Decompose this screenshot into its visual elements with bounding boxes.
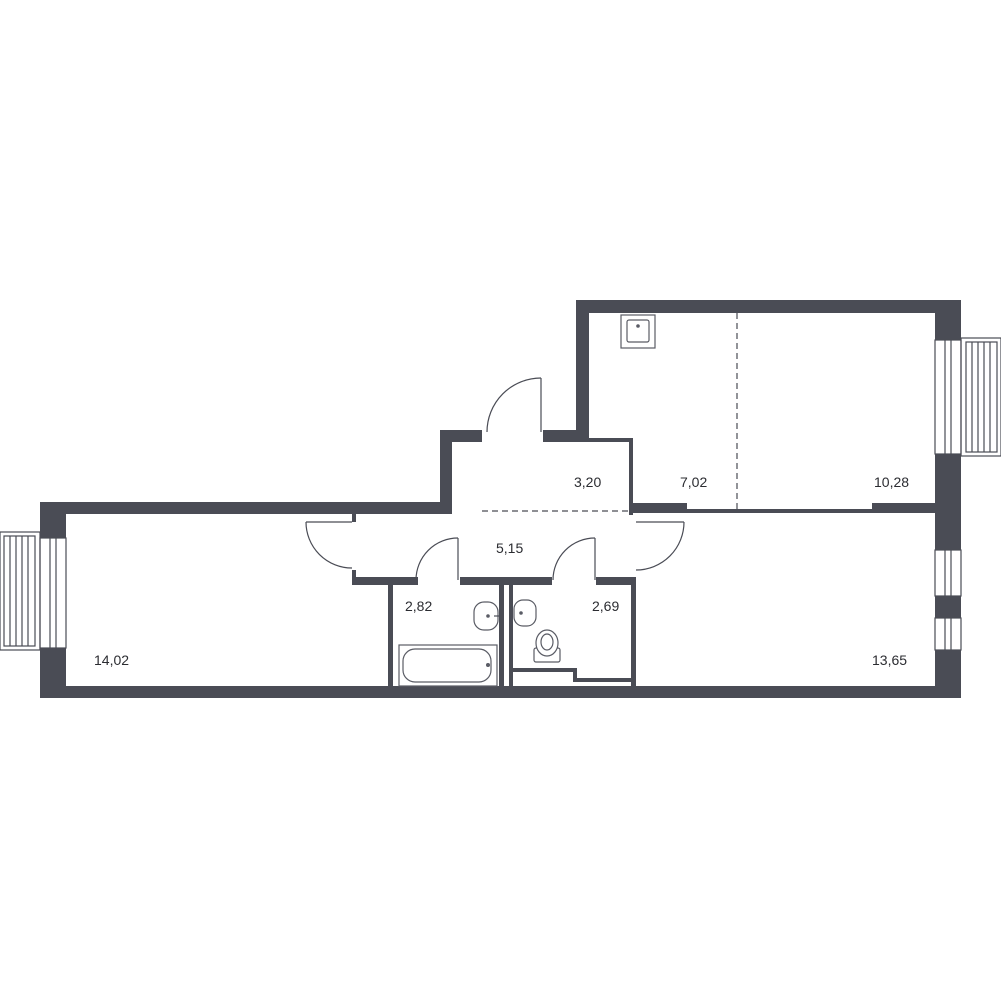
room-area-kitchen: 7,02 — [680, 474, 707, 490]
fixtures — [398, 314, 656, 687]
bathtub-icon — [398, 644, 498, 687]
windows — [39, 339, 962, 651]
entrance-door[interactable] — [486, 377, 542, 433]
room-labels: 3,20 7,02 10,28 5,15 2,82 2,69 14,02 13,… — [94, 474, 909, 668]
kitchen-sink-icon — [620, 314, 656, 349]
room-area-bathroom: 2,82 — [405, 598, 432, 614]
balconies — [0, 337, 1001, 651]
doors — [305, 377, 685, 581]
toilet-door[interactable] — [552, 537, 596, 581]
bedroom-left-door[interactable] — [305, 521, 353, 569]
room-area-hall: 5,15 — [496, 540, 523, 556]
toilet-bowl-icon — [533, 629, 561, 663]
room-area-bedroom-right: 13,65 — [872, 652, 907, 668]
bathroom-sink-icon — [473, 601, 499, 631]
room-area-living: 10,28 — [874, 474, 909, 490]
bedroom-right-door[interactable] — [635, 521, 685, 571]
room-area-toilet: 2,69 — [592, 598, 619, 614]
room-area-bedroom-left: 14,02 — [94, 652, 129, 668]
zone-dividers — [482, 313, 738, 512]
exterior-walls — [40, 300, 961, 698]
toilet-sink-icon — [513, 599, 537, 627]
bathroom-door[interactable] — [415, 537, 459, 581]
room-area-corridor: 3,20 — [574, 474, 601, 490]
